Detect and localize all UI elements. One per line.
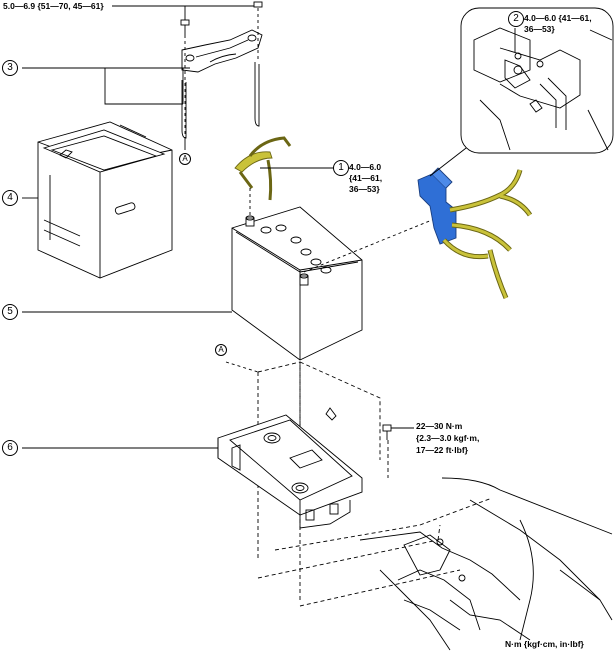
ref-a-top: A [179,153,191,165]
battery-tray [217,407,363,529]
j-bolt-right [254,62,260,127]
ref-a-bottom: A [215,344,227,356]
top-bolt-torque: 5.0—6.9 {51—70, 45—61} [3,1,104,11]
callout-5: 5 [2,304,18,320]
hold-down-bolt-left [180,19,190,35]
detail-view-frame [460,7,614,154]
tray-bolt-torque-line2: {2.3—3.0 kgf·m, [416,433,480,443]
terminal-torque-line1: 4.0—6.0 [349,162,382,172]
callout-6: 6 [2,440,18,456]
battery [231,206,363,361]
terminal-torque-line2: {41—61, [349,173,383,183]
battery-clamp-bracket [181,29,263,73]
j-bolt-left [181,80,187,139]
callout-3: 3 [2,60,18,76]
detail-torque-line1: 4.0—6.0 {41—61, [524,13,592,23]
detail-view-terminal [473,27,613,151]
terminal-cable [234,136,292,201]
positive-terminal-cover [417,167,457,245]
units-note: N·m {kgf·cm, in·lbf} [505,639,584,649]
tray-bolt-torque-line3: 17—22 ft·lbf} [416,445,468,455]
battery-cover-box [37,121,173,279]
vehicle-body-structure [359,477,613,651]
detail-torque-line2: 36—53} [524,24,555,34]
callout-1: 1 [333,160,349,176]
tray-bolt-torque-line1: 22—30 N·m [416,421,463,431]
hold-down-bolt-right [253,1,263,8]
terminal-torque-line3: 36—53} [349,184,380,194]
tray-bolt [382,424,414,440]
callout-2: 2 [508,11,524,27]
callout-4: 4 [2,190,18,206]
